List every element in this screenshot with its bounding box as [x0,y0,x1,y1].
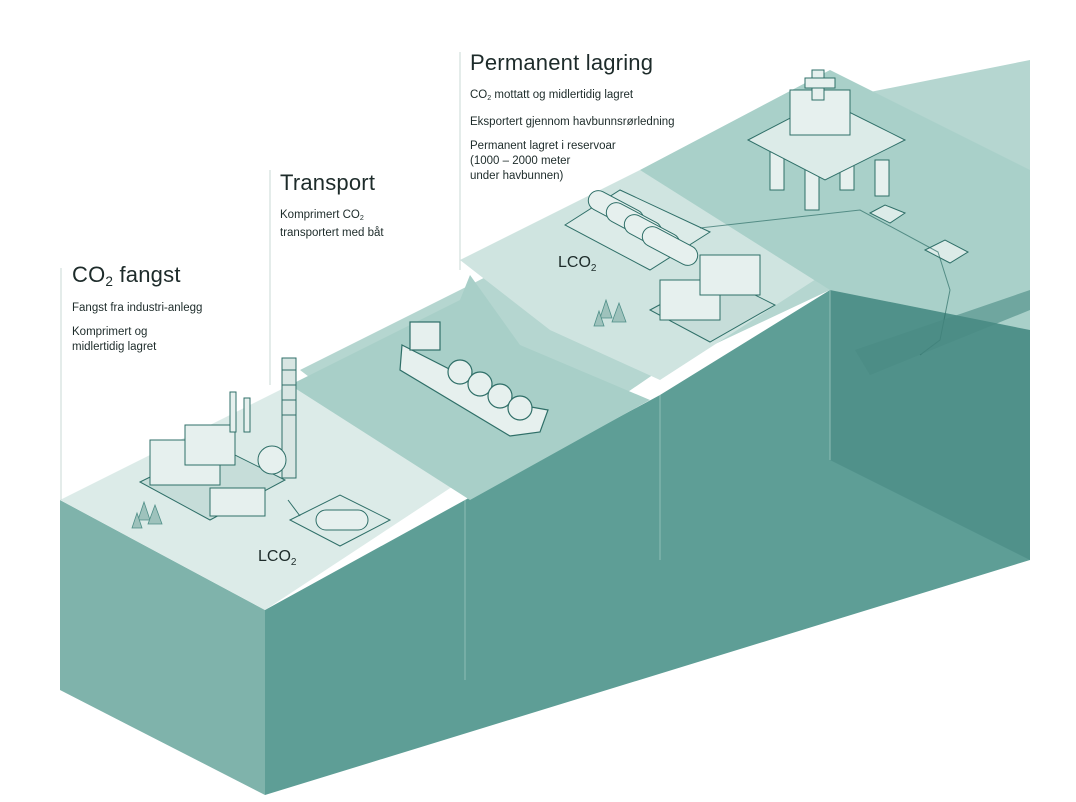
stage-capture-line-2: Komprimert og midlertidig lagret [72,326,157,354]
stage-transport-line-1: Komprimert CO2 [280,209,364,223]
lco2-ship-icon [399,321,549,437]
capture-plant-icon [138,357,297,521]
offshore-platform-icon [746,69,907,211]
stage-capture: CO2 fangst Fangst fra industri-anlegg Ko… [72,262,202,364]
stage-storage: Permanent lagring CO2 mottatt og midlert… [470,50,675,193]
stage-capture-line-1: Fangst fra industri-anlegg [72,302,203,315]
lco2-label-capture: LCO2 [258,548,297,568]
trees-capture-icon [131,500,163,529]
stage-capture-title: CO2 fangst [72,262,181,290]
stage-storage-line-3: Permanent lagret i reservoar (1000 – 200… [470,140,616,183]
stage-storage-line-2: Eksportert gjennom havbunnsrørledning [470,116,675,129]
reservoir-layer [855,290,1030,375]
block-front-face [60,500,265,795]
terminal-buildings-icon [648,254,777,343]
lco2-label-terminal: LCO2 [558,254,597,274]
stage-storage-title: Permanent lagring [470,50,654,75]
stage-transport: Transport Komprimert CO2 transportert me… [280,170,384,250]
trees-terminal-icon [593,298,627,327]
stage-transport-line-2: transportert med båt [280,227,384,240]
terminal-lco2-tanks-icon [564,189,712,271]
subsea-template-icon [868,204,970,264]
sea-top-offshore [640,70,1030,330]
capture-lco2-tank-icon [288,494,392,547]
stage-storage-line-1: CO2 mottatt og midlertidig lagret [470,89,634,103]
stage-transport-title: Transport [280,170,376,195]
